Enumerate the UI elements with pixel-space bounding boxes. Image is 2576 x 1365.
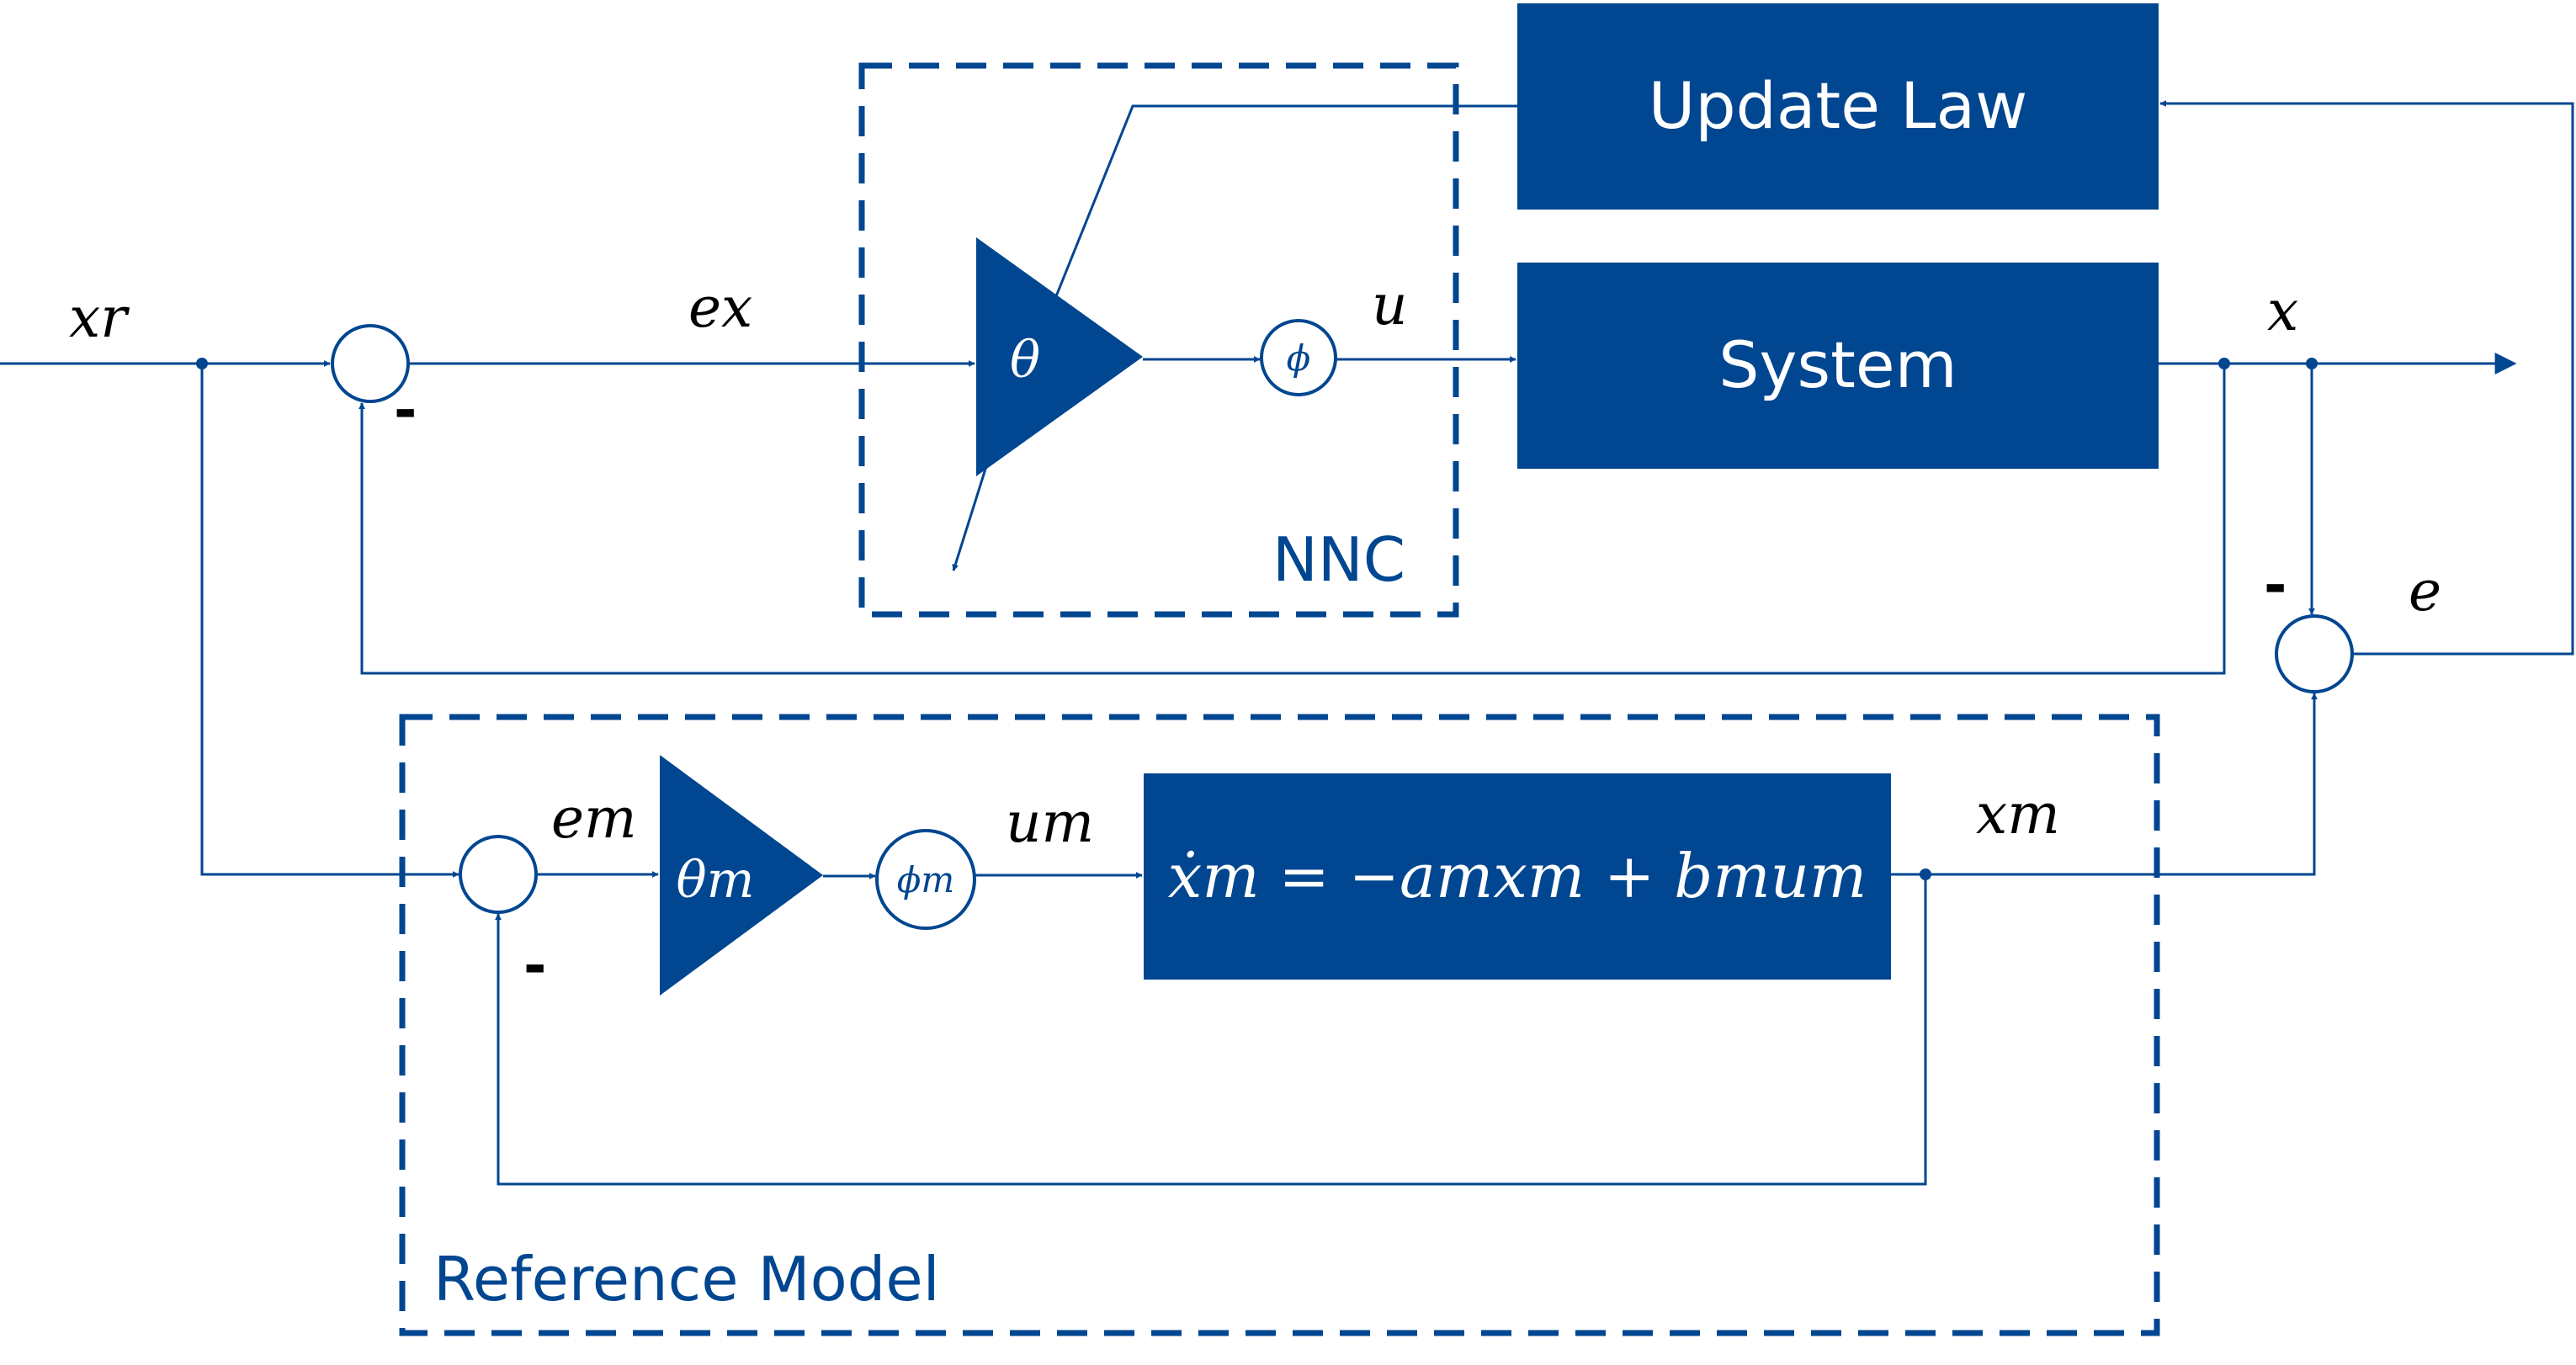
model-error-summer[interactable] <box>2275 614 2354 693</box>
theta-gain-block[interactable] <box>976 237 1143 476</box>
tracking-summer-minus-sign: - <box>394 378 417 443</box>
error-summer-minus-sign: - <box>2264 553 2287 618</box>
reference-summer-minus-sign: - <box>523 933 546 998</box>
xm-branch-dot <box>1920 868 1931 880</box>
x-label: x <box>2267 279 2298 343</box>
theta-gain-label: θ <box>1010 331 1040 390</box>
theta-m-gain-block[interactable] <box>660 755 823 996</box>
phi-m-nonlinearity[interactable] <box>875 829 976 930</box>
xr-branch-dot <box>196 358 208 369</box>
xm-feedback-wire <box>495 874 1927 1186</box>
nnc-region-box <box>858 62 1459 618</box>
ex-label: ex <box>688 275 752 340</box>
u-label: u <box>1372 273 1408 337</box>
e-to-update-law-wire <box>2159 100 2574 656</box>
phi-label: ϕ <box>1287 337 1311 379</box>
signal-wires <box>0 100 2574 1186</box>
reference-model-region-label: Reference Model <box>433 1244 940 1315</box>
reference-model-region-box <box>399 714 2160 1336</box>
update-law-block[interactable] <box>1517 3 2159 210</box>
junction-dots <box>196 358 2318 880</box>
update-law-label: Update Law <box>1649 68 2027 143</box>
x-feedback-wire <box>359 364 2226 675</box>
reference-model-equation: ẋm = −amxm + bmum <box>1168 841 1867 911</box>
xm-label: xm <box>1976 782 2060 847</box>
x-feedback-branch-dot <box>2218 358 2230 369</box>
update-law-to-theta-wire <box>1054 104 1517 297</box>
phi-nonlinearity[interactable] <box>1260 319 1337 396</box>
nnc-region-label: NNC <box>1272 524 1405 595</box>
um-label: um <box>1006 790 1094 855</box>
adaptation-arrow <box>952 465 988 571</box>
xr-to-reference-model-wire <box>200 364 459 878</box>
xm-to-error-summer-wire <box>1891 693 2318 876</box>
phi-m-label: ϕm <box>897 859 954 900</box>
theta-m-gain-label: θm <box>676 851 754 910</box>
system-block[interactable] <box>1517 263 2159 469</box>
reference-model-summer[interactable] <box>459 835 538 914</box>
e-label: e <box>2409 559 2441 624</box>
xr-label: xr <box>69 285 130 350</box>
reference-model-dynamics-block[interactable] <box>1144 773 1891 980</box>
system-label: System <box>1718 327 1957 402</box>
em-label: em <box>551 786 637 851</box>
x-error-branch-dot <box>2306 358 2318 369</box>
